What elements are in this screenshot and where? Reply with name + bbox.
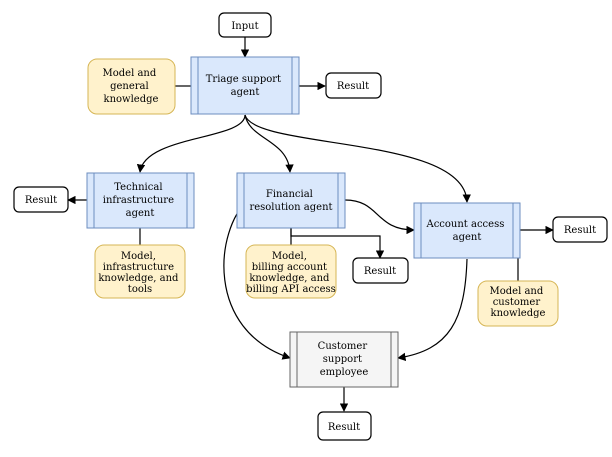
svg-text:Result: Result [337, 81, 369, 92]
financial-knowledge-line-1: Model, [272, 251, 307, 262]
input-node: Input [218, 12, 272, 38]
technical-knowledge-line-3: knowledge, and [98, 273, 179, 284]
triage-agent-node: Triage support agent [190, 56, 300, 115]
financial-knowledge-node: Model, billing account knowledge, and bi… [245, 244, 337, 299]
svg-text:Model, infrastructure: Model, infrastructure knowledge, and too… [98, 251, 181, 295]
account-result-node: Result [552, 216, 608, 243]
account-label-line-2: agent [453, 232, 482, 243]
financial-knowledge-line-2: billing account [252, 262, 327, 273]
svg-text:Result: Result [328, 422, 360, 433]
account-label-line-1: Account access [425, 219, 504, 230]
financial-result-node: Result [352, 257, 409, 284]
svg-text:Account access agent: Account access agent [425, 219, 507, 243]
triage-knowledge-line-3: knowledge [104, 94, 159, 105]
employee-label-line-2: support [323, 354, 362, 365]
financial-knowledge-line-3: knowledge, and [249, 273, 330, 284]
technical-label-line-1: Technical [114, 182, 162, 193]
svg-text:Input: Input [231, 21, 258, 32]
financial-knowledge-line-4: billing API access [246, 284, 336, 295]
triage-knowledge-line-1: Model and [103, 68, 157, 79]
technical-result-node: Result [13, 186, 69, 213]
triage-result-label: Result [337, 81, 369, 92]
svg-text:Model and customer: Model and customer knowledge [490, 286, 547, 319]
financial-label-line-2: resolution agent [249, 202, 332, 213]
technical-label-line-2: infrastructure [103, 195, 174, 206]
account-agent-node: Account access agent [413, 202, 521, 259]
account-knowledge-line-2: customer [493, 297, 541, 308]
svg-text:Result: Result [25, 195, 57, 206]
technical-agent-node: Technical infrastructure agent [86, 172, 195, 229]
svg-text:Result: Result [364, 266, 396, 277]
account-knowledge-node: Model and customer knowledge [477, 280, 559, 327]
account-knowledge-line-3: knowledge [491, 308, 546, 319]
triage-knowledge-node: Model and general knowledge [87, 58, 176, 115]
triage-label-line-1: Triage support [206, 74, 281, 85]
svg-text:Financial resolution age: Financial resolution agent [249, 189, 332, 213]
financial-label-line-1: Financial [266, 189, 313, 200]
employee-label-line-1: Customer [318, 341, 368, 352]
employee-result-node: Result [317, 411, 372, 441]
employee-label-line-3: employee [320, 367, 369, 378]
input-label: Input [231, 21, 258, 32]
svg-text:Model, billing account: Model, billing account knowledge, and bi… [246, 251, 336, 295]
technical-knowledge-line-4: tools [128, 284, 152, 295]
svg-text:Triage support agent: Triage support agent [206, 74, 285, 98]
edge-triage-account [244, 114, 471, 203]
technical-knowledge-line-2: infrastructure [103, 262, 174, 273]
financial-result-label: Result [364, 266, 396, 277]
triage-label-line-2: agent [231, 87, 260, 98]
financial-agent-node: Financial resolution agent [236, 172, 346, 229]
edge-triage-financial [244, 114, 294, 173]
account-knowledge-line-1: Model and [490, 286, 544, 297]
svg-text:Customer support e: Customer support employee [318, 341, 371, 378]
svg-text:Model and general: Model and general knowledge [103, 68, 160, 105]
employee-node: Customer support employee [289, 331, 399, 388]
triage-result-node: Result [325, 72, 382, 99]
svg-text:Result: Result [564, 225, 596, 236]
svg-text:Technical infrastructure: Technical infrastructure agent [103, 182, 177, 219]
technical-knowledge-node: Model, infrastructure knowledge, and too… [94, 244, 186, 299]
edge-triage-technical [136, 114, 246, 173]
technical-result-label: Result [25, 195, 57, 206]
edge-financial-account [344, 199, 415, 235]
edge-account-employee [397, 258, 468, 361]
account-result-label: Result [564, 225, 596, 236]
technical-knowledge-line-1: Model, [121, 251, 156, 262]
triage-knowledge-line-2: general [110, 81, 149, 92]
employee-result-label: Result [328, 422, 360, 433]
technical-label-line-3: agent [126, 208, 155, 219]
